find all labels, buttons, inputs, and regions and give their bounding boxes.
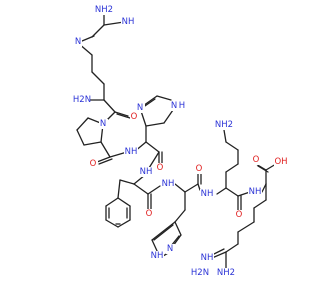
bond xyxy=(98,158,113,165)
atom-label-oh-acid: OH xyxy=(274,157,287,167)
atom-label-nh-his2-lys: NH xyxy=(201,189,214,199)
atom-label-o-his2: O xyxy=(196,164,203,174)
bond xyxy=(76,117,89,131)
atom-label-nh-guan-bot: NH xyxy=(201,253,214,263)
bond xyxy=(261,183,267,193)
atom-label-nh-phe-his2: NH xyxy=(162,179,175,189)
bond xyxy=(257,165,269,173)
bond xyxy=(117,197,131,207)
atom-labels: NH2 NH N H2N N O O NH N H N O NH O NH O xyxy=(73,5,289,278)
bond xyxy=(103,21,125,26)
bond xyxy=(81,35,95,42)
atom-label-n-pro: N xyxy=(100,119,106,129)
bond xyxy=(105,219,119,228)
atom-label-n-his1-ring: N xyxy=(137,103,143,113)
atom-label-o-acid: O xyxy=(253,155,260,165)
bond xyxy=(100,141,111,158)
bond xyxy=(151,221,176,241)
bond xyxy=(237,221,255,233)
atom-label-nh2: NH2 xyxy=(95,5,113,15)
bond xyxy=(148,151,160,169)
bond xyxy=(147,185,161,195)
bond xyxy=(211,251,227,259)
atom-label-o-his1: O xyxy=(157,163,164,173)
bond xyxy=(225,163,239,173)
bond xyxy=(105,197,119,207)
bond xyxy=(225,141,239,151)
bond xyxy=(96,156,111,163)
bonds xyxy=(76,14,277,269)
bond xyxy=(216,187,227,195)
bond xyxy=(83,141,102,146)
bond xyxy=(223,129,227,143)
atom-label-nh-lys-arg2: NH xyxy=(249,187,262,197)
bond xyxy=(119,179,135,185)
atom-label-nh2-guan-bot: NH2 xyxy=(217,268,235,278)
bond xyxy=(153,224,174,241)
bond xyxy=(151,239,159,254)
atom-label-nh-his2-ring: NH xyxy=(151,251,164,261)
bond xyxy=(225,243,239,253)
bond xyxy=(174,209,186,223)
atom-label-n: N xyxy=(75,37,81,47)
bond xyxy=(156,95,172,101)
atom-label-nh-pro-his: NH xyxy=(125,147,138,157)
peptide-structure-diagram: NH2 NH N H2N N O O NH N H N O NH O NH O xyxy=(73,5,289,278)
atom-label-n-his1-ring-h: N xyxy=(171,101,177,111)
atom-label-nh2-lys: NH2 xyxy=(215,120,233,130)
atom-label-o-lys: O xyxy=(236,210,243,220)
atom-label-n-his2-ring: N xyxy=(167,244,173,254)
bond xyxy=(253,199,267,209)
bond xyxy=(76,129,85,146)
atom-label-o-phe: O xyxy=(146,209,153,219)
atom-label-o-pro: O xyxy=(90,159,97,169)
bond xyxy=(103,99,116,113)
atom-label-h-his1-ring: H xyxy=(179,101,185,111)
bond xyxy=(163,109,174,124)
bond xyxy=(174,183,186,193)
bond xyxy=(197,183,201,191)
bond xyxy=(117,179,121,199)
bond xyxy=(174,221,182,236)
atom-label-h2n-guan-bot: H2N xyxy=(191,268,209,278)
bond xyxy=(114,111,129,117)
bond xyxy=(91,24,105,38)
bond xyxy=(116,113,131,119)
atom-label-nh: NH xyxy=(122,17,135,27)
bond xyxy=(117,219,131,228)
bond xyxy=(91,71,105,85)
bond xyxy=(184,183,199,193)
bond xyxy=(225,187,239,197)
bond xyxy=(145,122,165,127)
atom-label-nh-his-phe: NH xyxy=(140,167,153,177)
atom-label-o-arg1: O xyxy=(131,112,138,122)
bond xyxy=(145,141,160,153)
atom-label-h2n: H2N xyxy=(73,95,91,105)
bond xyxy=(133,183,149,195)
